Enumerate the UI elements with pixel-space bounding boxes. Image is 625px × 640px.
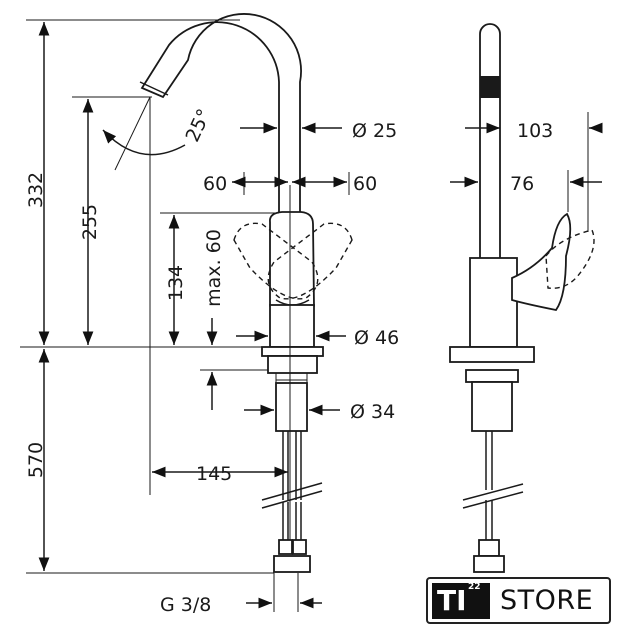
dim-hose-connection: G 3/8 — [160, 594, 211, 616]
front-base — [261, 346, 324, 357]
dim-spout-angle: 25° — [181, 106, 215, 146]
logo-superscript: 22 — [468, 582, 481, 592]
dim-lever-swing-left: 60 — [203, 173, 227, 195]
dim-total-height: 332 — [25, 172, 47, 208]
dim-side-lever-offset: 76 — [510, 173, 534, 195]
dim-shank-diameter: Ø 34 — [350, 401, 395, 423]
dim-hose-length: 570 — [25, 442, 47, 478]
front-body — [269, 304, 315, 348]
dimension-lines — [20, 19, 603, 612]
dim-spout-diameter: Ø 25 — [352, 120, 397, 142]
side-shank — [471, 381, 513, 432]
logo-word: STORE — [500, 585, 594, 616]
dim-lever-tilt: max. 60 — [203, 229, 225, 307]
side-view — [449, 23, 595, 573]
logo-mark: TI — [432, 583, 490, 619]
dim-base-diameter: Ø 46 — [354, 327, 399, 349]
side-body — [469, 257, 518, 348]
dim-lever-swing-right: 60 — [353, 173, 377, 195]
side-spout — [479, 23, 501, 263]
side-lever — [511, 212, 572, 311]
side-spout-outlet — [480, 76, 500, 98]
front-shank — [275, 382, 308, 432]
dim-side-depth: 103 — [517, 120, 553, 142]
dim-spout-height: 255 — [79, 204, 101, 240]
front-view — [139, 13, 353, 573]
dim-spout-reach: 145 — [196, 463, 232, 485]
store-logo: TI 22 STORE — [426, 577, 611, 624]
dim-lever-height: 134 — [165, 265, 187, 301]
side-base — [449, 346, 535, 363]
